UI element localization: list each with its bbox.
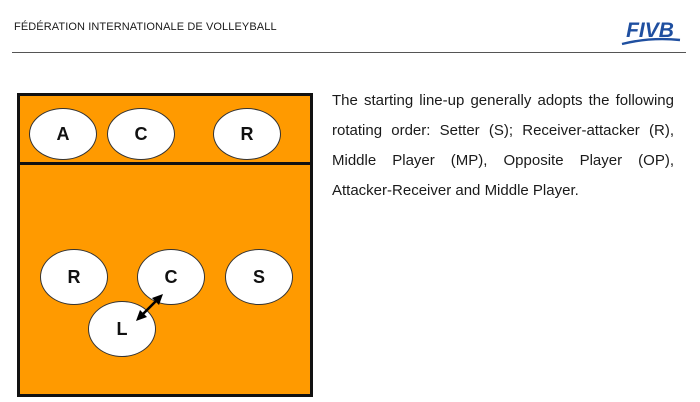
back-row-player-3: S	[225, 249, 293, 305]
player-label: L	[116, 318, 128, 339]
fivb-logo-text: FIVB	[626, 19, 674, 42]
libero-player: L	[88, 301, 156, 357]
player-label: C	[134, 123, 148, 144]
court-net-line	[20, 162, 310, 165]
player-label: C	[164, 266, 178, 287]
header-divider	[12, 52, 686, 53]
front-row-player-1: A	[29, 108, 97, 160]
fivb-logo: FIVB	[621, 19, 681, 46]
header-title: FÉDÉRATION INTERNATIONALE DE VOLLEYBALL	[14, 21, 277, 33]
player-label: R	[240, 123, 254, 144]
back-row-player-2: C	[137, 249, 205, 305]
player-label: R	[67, 266, 81, 287]
player-label: A	[56, 123, 70, 144]
front-row-player-3: R	[213, 108, 281, 160]
front-row-player-2: C	[107, 108, 175, 160]
volleyball-court-diagram: A C R R C S L	[17, 93, 313, 397]
lineup-description: The starting line-up generally adopts th…	[332, 92, 674, 199]
back-row-player-1: R	[40, 249, 108, 305]
fivb-logo-swoosh	[621, 37, 681, 46]
player-label: S	[252, 266, 265, 287]
